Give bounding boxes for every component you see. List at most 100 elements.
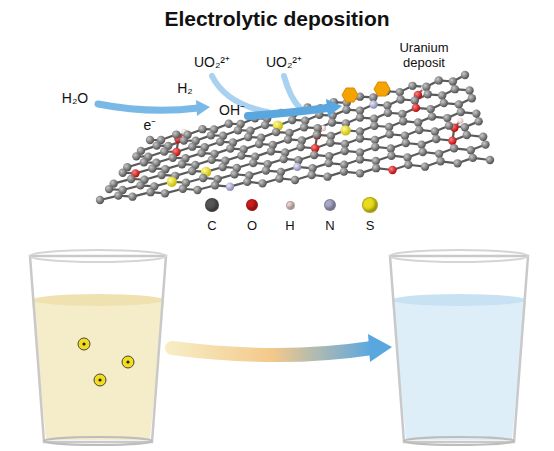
atom xyxy=(370,122,378,130)
atom xyxy=(356,155,364,163)
atom xyxy=(396,95,404,103)
atom xyxy=(401,131,409,139)
formula-label: UO₂²⁺ xyxy=(194,54,230,70)
atom xyxy=(383,101,391,109)
diagram-title: Electrolytic deposition xyxy=(164,7,389,31)
atom xyxy=(457,118,463,124)
atom xyxy=(136,181,144,189)
atom xyxy=(323,172,331,180)
arrow-head xyxy=(368,334,392,362)
atom xyxy=(146,136,154,144)
atom xyxy=(226,144,234,152)
atom xyxy=(211,181,219,189)
atom xyxy=(465,86,473,94)
atom xyxy=(432,135,440,143)
atom xyxy=(486,156,494,164)
atom xyxy=(255,140,263,148)
radioactive-symbol xyxy=(78,338,134,386)
atom xyxy=(356,169,364,177)
atom xyxy=(438,91,446,99)
atom xyxy=(225,120,233,128)
atom xyxy=(293,163,301,171)
atom xyxy=(167,176,177,186)
atoms xyxy=(96,71,494,204)
atom xyxy=(160,147,168,155)
atom xyxy=(479,133,487,141)
atom xyxy=(463,131,471,139)
legend-label: C xyxy=(207,219,216,234)
atom xyxy=(172,130,180,138)
atom xyxy=(412,104,420,112)
atom xyxy=(140,158,148,166)
atom xyxy=(218,163,226,171)
atom xyxy=(408,82,416,90)
atom xyxy=(435,76,443,84)
atom xyxy=(280,155,288,163)
right-glass xyxy=(390,250,528,445)
atom xyxy=(243,178,251,186)
atom xyxy=(216,138,224,146)
atom xyxy=(341,147,349,155)
atom xyxy=(426,105,434,113)
atom xyxy=(169,154,177,162)
atom xyxy=(119,169,127,177)
atom xyxy=(178,160,186,168)
atom xyxy=(453,159,461,167)
atom xyxy=(403,153,411,161)
atom xyxy=(385,123,393,131)
atom xyxy=(193,186,201,194)
atom xyxy=(153,141,161,149)
atom xyxy=(313,131,321,139)
atom xyxy=(421,162,429,170)
atom xyxy=(340,167,348,175)
atom xyxy=(422,83,430,91)
atom-swatch xyxy=(246,199,258,211)
atom xyxy=(284,135,292,143)
atom xyxy=(467,146,475,154)
atom xyxy=(262,166,270,174)
atom xyxy=(469,154,477,162)
atom xyxy=(288,116,296,124)
atom xyxy=(148,164,156,172)
left-glass xyxy=(30,250,166,445)
atom xyxy=(267,147,275,155)
atom xyxy=(157,171,165,179)
atom xyxy=(472,109,480,117)
atom xyxy=(291,176,299,184)
atom xyxy=(369,100,377,108)
atom xyxy=(396,88,404,96)
atom xyxy=(310,151,318,159)
atom xyxy=(132,152,140,160)
atom xyxy=(385,130,393,138)
atom xyxy=(326,139,334,147)
atom xyxy=(226,182,234,190)
atom xyxy=(414,118,422,126)
atom xyxy=(127,175,135,183)
atom xyxy=(424,90,432,98)
arrow-head xyxy=(326,99,342,117)
legend-label: H xyxy=(285,219,294,234)
uranyl-arrow xyxy=(284,76,300,108)
atom xyxy=(207,131,215,139)
atom xyxy=(474,117,482,125)
atom xyxy=(387,144,395,152)
atom xyxy=(234,126,242,134)
uranium-deposit-hexagons xyxy=(342,82,390,102)
atom xyxy=(258,179,266,187)
atom xyxy=(275,174,283,182)
atom xyxy=(398,110,406,118)
atom xyxy=(188,142,196,150)
atom xyxy=(431,127,439,135)
atom xyxy=(114,191,122,199)
atom xyxy=(261,121,269,129)
atom xyxy=(198,125,206,133)
atom xyxy=(451,85,459,93)
atom xyxy=(179,185,187,193)
atom xyxy=(272,128,280,136)
atom xyxy=(180,136,188,144)
atom xyxy=(313,131,321,139)
atom xyxy=(387,152,395,160)
atom-swatch xyxy=(286,201,295,210)
legend-label: N xyxy=(325,219,334,234)
atom xyxy=(342,105,350,113)
